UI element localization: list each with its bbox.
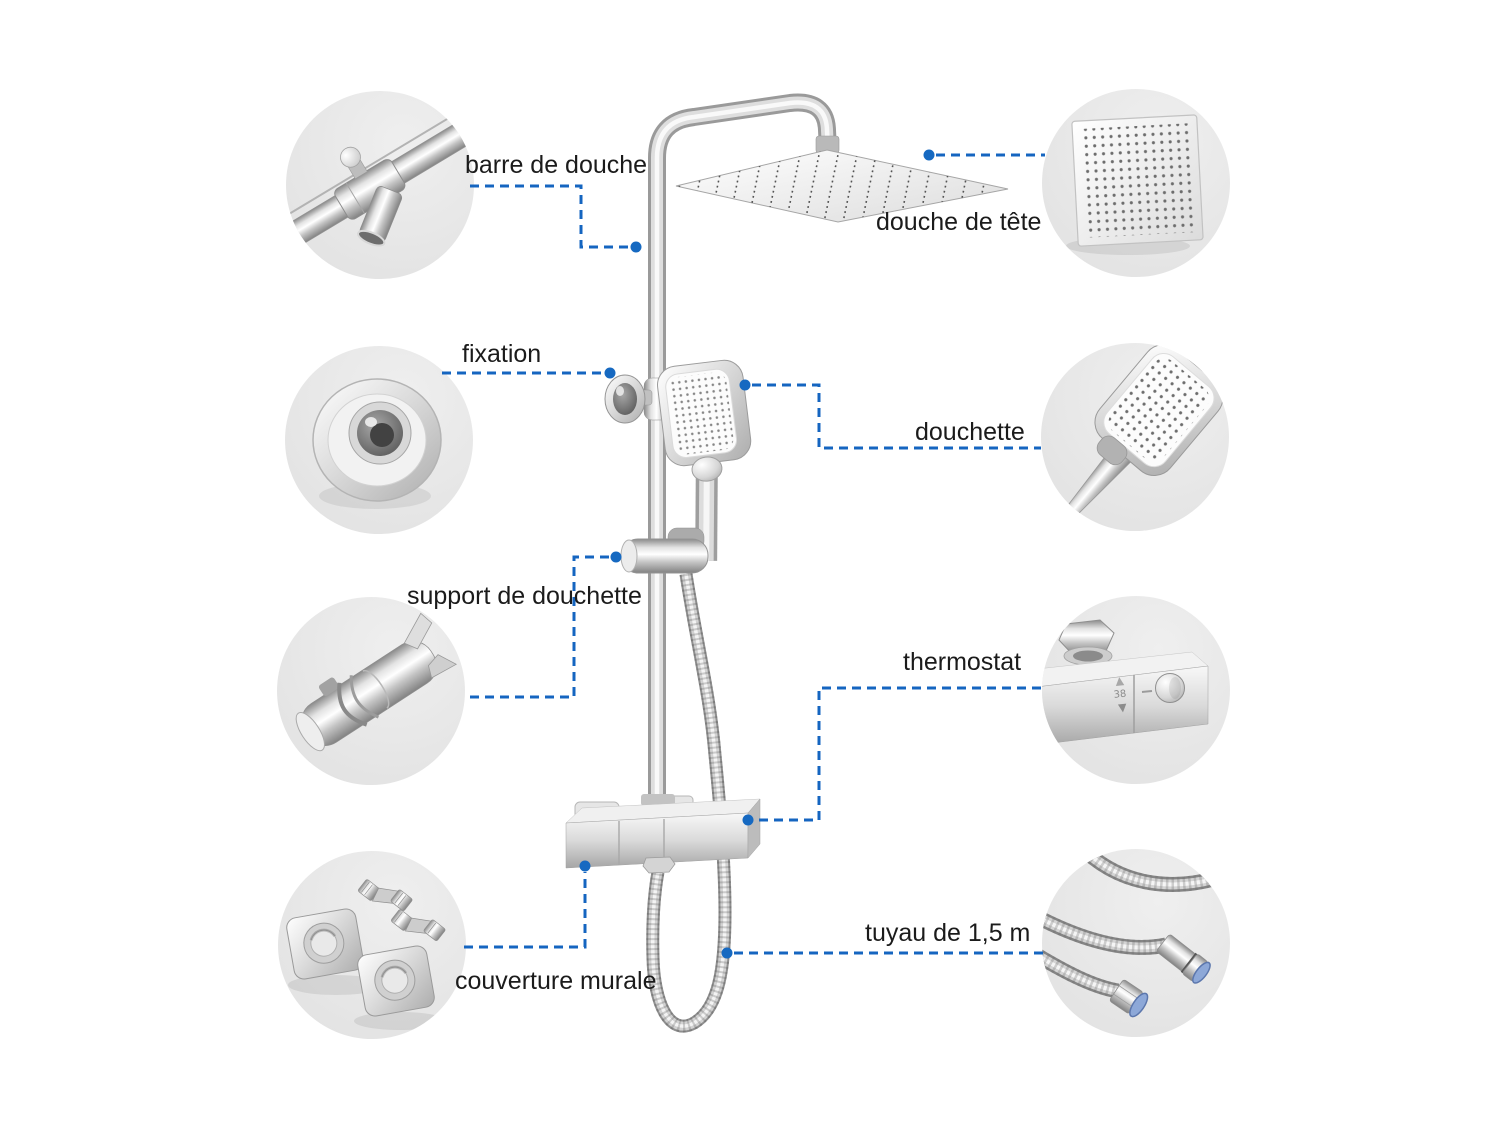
thermostat-up-mark: ▲ bbox=[1115, 674, 1125, 688]
shower-bar-icon bbox=[286, 94, 474, 264]
label-douche-de-tete: douche de tête bbox=[876, 208, 1042, 236]
leader-lines bbox=[442, 153, 1045, 955]
label-tuyau: tuyau de 1,5 m bbox=[865, 919, 1031, 947]
shower-hose-icon bbox=[1042, 849, 1230, 1018]
leader-line-couverture-murale bbox=[464, 872, 587, 949]
thermostat-valve-icon: ▲ 38 ▼ bbox=[1042, 619, 1209, 745]
detail-circle-thermostat: ▲ 38 ▼ bbox=[1042, 596, 1230, 784]
detail-circle-douchette bbox=[1041, 343, 1229, 531]
shower-holder-icon bbox=[295, 612, 458, 752]
detail-circle-couverture-murale bbox=[278, 851, 466, 1039]
label-thermostat: thermostat bbox=[903, 648, 1022, 676]
leader-dot-fixation bbox=[604, 367, 616, 379]
hand-shower bbox=[657, 359, 752, 561]
wall-cover-icon bbox=[286, 879, 446, 1030]
hand-shower-icon bbox=[1060, 344, 1224, 522]
thermostat-valve bbox=[565, 794, 761, 874]
detail-circle-barre-de-douche bbox=[286, 91, 474, 279]
detail-circle-tuyau bbox=[1042, 849, 1230, 1037]
detail-circle-support-de-douchette bbox=[277, 597, 465, 785]
rain-shower-head-icon bbox=[1066, 114, 1204, 255]
label-douchette: douchette bbox=[915, 418, 1025, 446]
leader-dot-support-de-douchette bbox=[610, 551, 622, 563]
leader-line-barre-de-douche bbox=[470, 184, 629, 249]
shower-holder-slider bbox=[620, 527, 709, 574]
detail-circle-fixation bbox=[285, 346, 473, 534]
leader-dot-thermostat bbox=[742, 814, 754, 826]
leader-dot-douche-de-tete bbox=[923, 149, 935, 161]
leader-dot-barre-de-douche bbox=[630, 241, 642, 253]
leader-line-thermostat bbox=[754, 686, 1041, 822]
label-support-de-douchette: support de douchette bbox=[407, 582, 642, 610]
detail-circle-douche-de-tete bbox=[1042, 89, 1230, 277]
label-fixation: fixation bbox=[462, 340, 542, 368]
thermostat-down-mark: ▼ bbox=[1118, 701, 1128, 715]
wall-fixation-icon bbox=[312, 378, 442, 509]
label-barre-de-douche: barre de douche bbox=[465, 151, 648, 179]
leader-dot-douchette bbox=[739, 379, 751, 391]
wall-mount bbox=[604, 374, 673, 424]
shower-hose bbox=[646, 573, 732, 1033]
leader-line-support-de-douchette bbox=[464, 555, 609, 699]
leader-dots bbox=[579, 149, 935, 959]
head-connector bbox=[815, 135, 840, 154]
leader-dot-tuyau bbox=[721, 947, 733, 959]
shower-bar bbox=[648, 93, 837, 812]
thermostat-temp-mark: 38 bbox=[1113, 689, 1127, 701]
shower-system-illustration bbox=[565, 93, 1009, 1033]
leader-dot-couverture-murale bbox=[579, 860, 591, 872]
label-couverture-murale: couverture murale bbox=[455, 967, 657, 995]
